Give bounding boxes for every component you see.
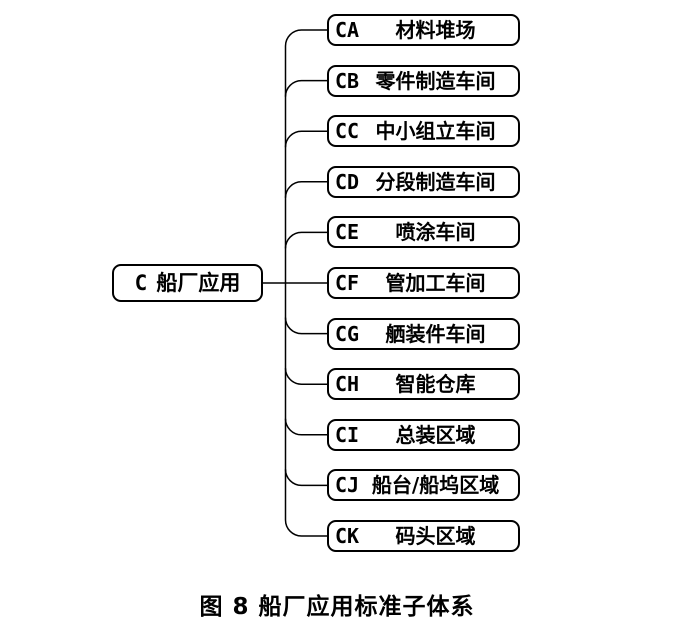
connector-line [284,181,327,198]
node-code: CD [335,169,360,194]
connector-line [284,130,327,148]
node-cd: CD 分段制造车间 [327,165,520,198]
node-label: 船台/船坞区域 [371,473,500,498]
node-label: 喷涂车间 [395,220,476,245]
node-cg: CG 舾装件车间 [327,317,520,350]
node-label: 中小组立车间 [375,119,496,144]
node-code: CG [335,321,360,346]
node-cb: CB 零件制造车间 [327,64,520,97]
node-label: 分段制造车间 [375,169,496,194]
node-ca: CA 材料堆场 [327,14,520,46]
node-ci: CI 总装区域 [327,418,520,451]
node-code: CK [335,524,360,548]
connector-line [284,317,327,335]
node-code: CI [335,422,360,447]
node-label: 总装区域 [395,422,476,447]
node-label: 材料堆场 [395,18,476,42]
root-label: 船厂应用 [156,270,241,295]
figure-caption: 图 8 船厂应用标准子体系 [199,594,475,620]
node-cf: CF 管加工车间 [327,267,520,299]
node-code: CB [335,68,360,93]
node-label: 智能仓库 [395,372,476,397]
connector-line [284,368,327,385]
node-cc: CC 中小组立车间 [327,115,520,148]
node-label: 零件制造车间 [375,68,496,93]
node-code: CJ [335,473,360,498]
connector-line [284,29,327,47]
root-code: C [134,270,148,295]
node-ce: CE 喷涂车间 [327,216,520,249]
connector-line [284,418,327,436]
connector-line [284,231,327,249]
connector-line [284,469,327,487]
node-code: CF [335,271,360,295]
node-ck: CK 码头区域 [327,520,520,552]
node-cj: CJ 船台/船坞区域 [327,469,520,502]
node-label: 舾装件车间 [385,321,486,346]
node-code: CA [335,18,360,42]
node-label: 管加工车间 [385,271,486,295]
node-ch: CH 智能仓库 [327,368,520,401]
node-code: CC [335,119,360,144]
node-label: 码头区域 [395,524,476,548]
node-root: C 船厂应用 [112,264,263,302]
connector-line [284,519,327,537]
node-code: CH [335,372,360,397]
node-code: CE [335,220,360,245]
connector-line [284,79,327,97]
